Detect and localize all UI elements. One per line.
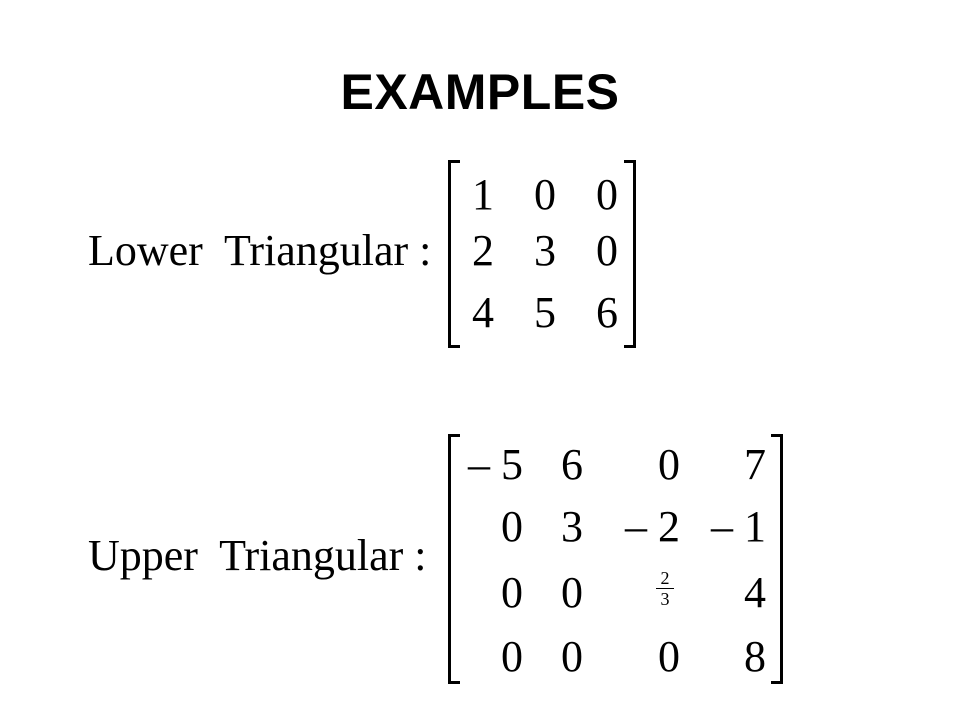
right-bracket [771,434,783,684]
matrix-cell: 0 [501,568,523,617]
matrix-cell: – 2 [625,502,680,551]
fraction-denominator: 3 [660,589,670,609]
matrix-cell: 0 [596,226,618,275]
fraction-numerator: 2 [660,568,670,588]
left-bracket [448,160,460,348]
left-bracket [448,434,460,684]
matrix-cell: 7 [744,440,766,489]
matrix-cell: 0 [534,170,556,219]
matrix-cell: – 1 [711,502,766,551]
matrix-cell: 0 [561,632,583,681]
fraction-two-thirds: 2 3 [650,568,680,609]
right-bracket [624,160,636,348]
matrix-cell: 4 [744,568,766,617]
matrix-cell: 3 [534,226,556,275]
matrix-cell: 6 [561,440,583,489]
matrix-cell: 6 [596,288,618,337]
matrix-cell: 0 [561,568,583,617]
matrix-cell: 0 [658,632,680,681]
matrix-cell: 0 [596,170,618,219]
slide-title: EXAMPLES [340,64,620,120]
lower-triangular-matrix: 1 0 0 2 3 0 4 5 6 [448,160,636,348]
matrix-cell: 8 [744,632,766,681]
matrix-cell: 4 [472,288,494,337]
matrix-cell: 1 [472,170,494,219]
matrix-cell: 3 [561,502,583,551]
matrix-cell: 0 [658,440,680,489]
matrix-cell: 0 [501,632,523,681]
matrix-cell: 5 [534,288,556,337]
lower-triangular-label: Lower Triangular : [88,226,432,275]
upper-triangular-label: Upper Triangular : [88,531,427,580]
upper-triangular-matrix: – 5 6 0 7 0 3 – 2 – 1 0 0 2 3 4 0 0 0 8 [448,434,783,684]
fraction-bar [656,588,674,589]
matrix-cell: 2 [472,226,494,275]
matrix-cell: 0 [501,502,523,551]
matrix-cell: – 5 [468,440,523,489]
